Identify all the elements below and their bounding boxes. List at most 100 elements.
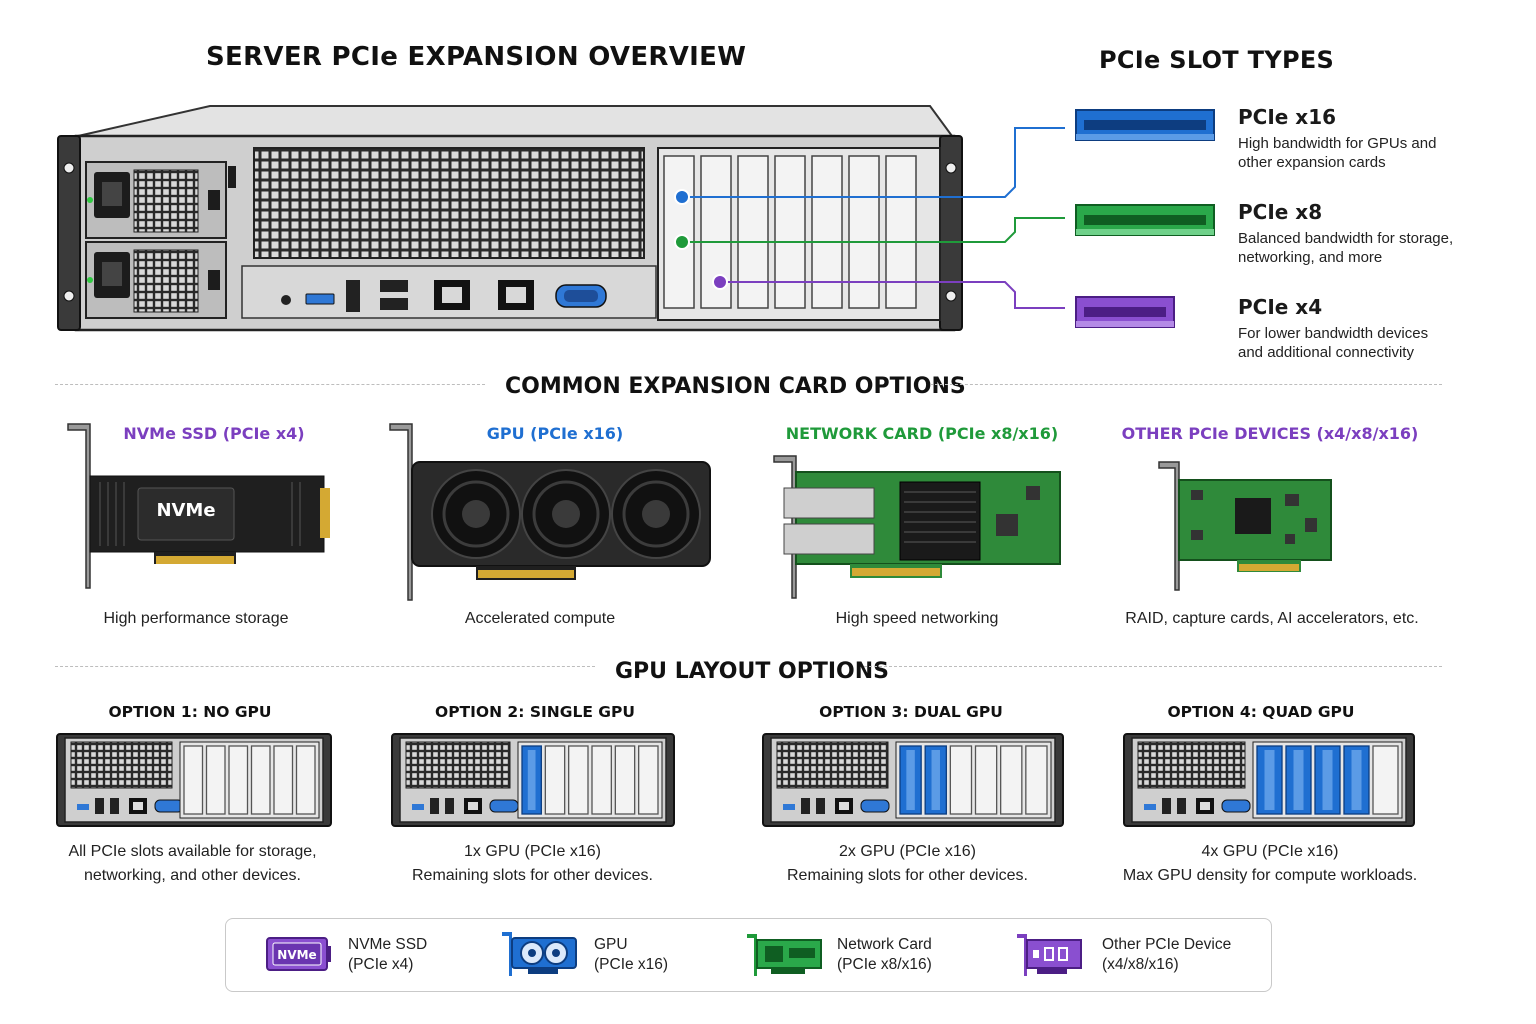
- vent-grill: [1137, 741, 1246, 789]
- usb-port-icon: [430, 798, 439, 814]
- option-2-desc: 1x GPU (PCIe x16) Remaining slots for ot…: [380, 840, 685, 888]
- card-desc-other: RAID, capture cards, AI accelerators, et…: [1125, 610, 1419, 627]
- section-divider-left-2: [55, 666, 595, 667]
- pcie-slot-empty: [183, 745, 204, 815]
- gpu-card-illustration: [389, 423, 711, 601]
- card-desc-nvme: High performance storage: [103, 610, 289, 627]
- gpu-slot-highlight: [906, 750, 915, 810]
- pcie-slot-empty: [205, 745, 226, 815]
- option-4-line2: Max GPU density for compute workloads.: [1122, 867, 1418, 884]
- ethernet-port-inner: [839, 802, 849, 810]
- vga-port-icon: [1221, 799, 1251, 813]
- card-title-network: NETWORK CARD (PCIe x8/x16): [785, 424, 1059, 443]
- vent-grill: [70, 741, 173, 789]
- pcie-x8-slot-icon: [1075, 204, 1215, 236]
- ethernet-port-inner: [468, 802, 478, 810]
- legend-other-line2: (x4/x8/x16): [1102, 956, 1179, 973]
- usb-port-icon: [1177, 798, 1186, 814]
- pcie-slot-empty: [250, 745, 271, 815]
- legend-gpu-line2: (PCIe x16): [594, 956, 669, 973]
- pcie-slot-empty: [295, 745, 316, 815]
- vga-port-icon: [154, 799, 184, 813]
- usb-port-icon: [1144, 804, 1156, 810]
- vent-grill: [405, 741, 511, 789]
- pcie-slot-empty: [974, 745, 998, 815]
- slot-x8-desc: Balanced bandwidth for storage, networki…: [1238, 230, 1454, 266]
- card-desc-network: High speed networking: [835, 610, 999, 627]
- card-title-other: OTHER PCIe DEVICES (x4/x8/x16): [1121, 424, 1419, 443]
- legend-nvme-line1: NVMe SSD: [348, 936, 428, 953]
- option-4-title: OPTION 4: QUAD GPU: [1167, 703, 1355, 721]
- network-card-illustration: [773, 455, 1061, 599]
- pcie-slot-empty: [591, 745, 612, 815]
- option-2-line1: 1x GPU (PCIe x16): [464, 843, 601, 860]
- page-title: SERVER PCIe EXPANSION OVERVIEW: [206, 42, 747, 72]
- pcie-slot-empty: [273, 745, 294, 815]
- gpu-slot-highlight: [1293, 750, 1304, 810]
- pcie-slot-empty: [568, 745, 589, 815]
- usb-port-icon: [816, 798, 825, 814]
- card-title-nvme: NVMe SSD (PCIe x4): [123, 424, 305, 443]
- gpu-slot-highlight: [527, 750, 536, 810]
- option-2-line2: Remaining slots for other devices.: [412, 867, 653, 884]
- usb-port-icon: [95, 798, 104, 814]
- option-4-line1: 4x GPU (PCIe x16): [1201, 843, 1339, 860]
- vga-port-icon: [489, 799, 519, 813]
- slot-x8-label: PCIe x8: [1238, 200, 1323, 224]
- other-pcie-device-illustration: [1158, 461, 1332, 591]
- gpu-layouts-heading: GPU LAYOUT OPTIONS: [615, 659, 890, 684]
- option-1-desc: All PCIe slots available for storage, ne…: [40, 840, 345, 888]
- option-3-line1: 2x GPU (PCIe x16): [839, 843, 976, 860]
- pcie-slot-empty: [228, 745, 249, 815]
- pcie-slot-bay: [895, 741, 1052, 819]
- pcie-slot-empty: [1000, 745, 1023, 815]
- server-mini-option-2: [391, 733, 675, 827]
- legend-gpu-line1: GPU: [594, 936, 628, 953]
- slot-x4-label: PCIe x4: [1238, 295, 1323, 319]
- gpu-slot-highlight: [1322, 750, 1333, 810]
- option-1-line1: All PCIe slots available for storage,: [68, 843, 317, 860]
- gpu-slot-highlight: [931, 750, 940, 810]
- legend-network-label: Network Card (PCIe x8/x16): [837, 935, 932, 975]
- section-divider-right: [930, 384, 1442, 385]
- pcie-device-icon: [1017, 934, 1082, 976]
- x8-slot-marker: [674, 234, 690, 250]
- option-3-title: OPTION 3: DUAL GPU: [819, 703, 1003, 721]
- slot-x16-desc: High bandwidth for GPUs and other expans…: [1238, 135, 1437, 171]
- usb-port-icon: [110, 798, 119, 814]
- nvme-ssd-card-illustration: [67, 423, 330, 589]
- legend-other-label: Other PCIe Device (x4/x8/x16): [1102, 935, 1231, 975]
- ethernet-port-inner: [133, 802, 143, 810]
- legend-network-line2: (PCIe x8/x16): [837, 956, 932, 973]
- gpu-slot-highlight: [1264, 750, 1275, 810]
- legend: [225, 918, 1272, 992]
- pcie-x4-slot-icon: [1075, 296, 1175, 328]
- pcie-slot-empty: [638, 745, 659, 815]
- gpu-icon: [502, 932, 577, 976]
- server-mini-option-3: [762, 733, 1064, 827]
- nvme-icon: NVMe: [266, 937, 331, 971]
- card-options-heading: COMMON EXPANSION CARD OPTIONS: [505, 374, 966, 399]
- usb-port-icon: [801, 798, 810, 814]
- usb-port-icon: [783, 804, 795, 810]
- card-desc-gpu: Accelerated compute: [464, 610, 616, 627]
- server-mini-option-1: [56, 733, 332, 827]
- slot-x16-label: PCIe x16: [1238, 105, 1337, 129]
- option-2-title: OPTION 2: SINGLE GPU: [435, 703, 635, 721]
- legend-nvme-line2: (PCIe x4): [348, 956, 414, 973]
- legend-other-line1: Other PCIe Device: [1102, 936, 1232, 953]
- section-divider-left: [55, 384, 485, 385]
- usb-port-icon: [412, 804, 424, 810]
- usb-port-icon: [445, 798, 454, 814]
- ethernet-port-inner: [1200, 802, 1210, 810]
- x4-slot-marker: [712, 274, 728, 290]
- usb-port-icon: [77, 804, 89, 810]
- usb-port-icon: [1162, 798, 1171, 814]
- nvme-icon-label: NVMe: [277, 948, 316, 962]
- x16-slot-marker: [674, 189, 690, 205]
- slot-types-heading: PCIe SLOT TYPES: [1099, 46, 1335, 74]
- option-1-line2: networking, and other devices.: [83, 867, 301, 884]
- option-3-line2: Remaining slots for other devices.: [787, 867, 1028, 884]
- slot-x4-desc: For lower bandwidth devices and addition…: [1238, 325, 1429, 361]
- vent-grill: [776, 741, 889, 789]
